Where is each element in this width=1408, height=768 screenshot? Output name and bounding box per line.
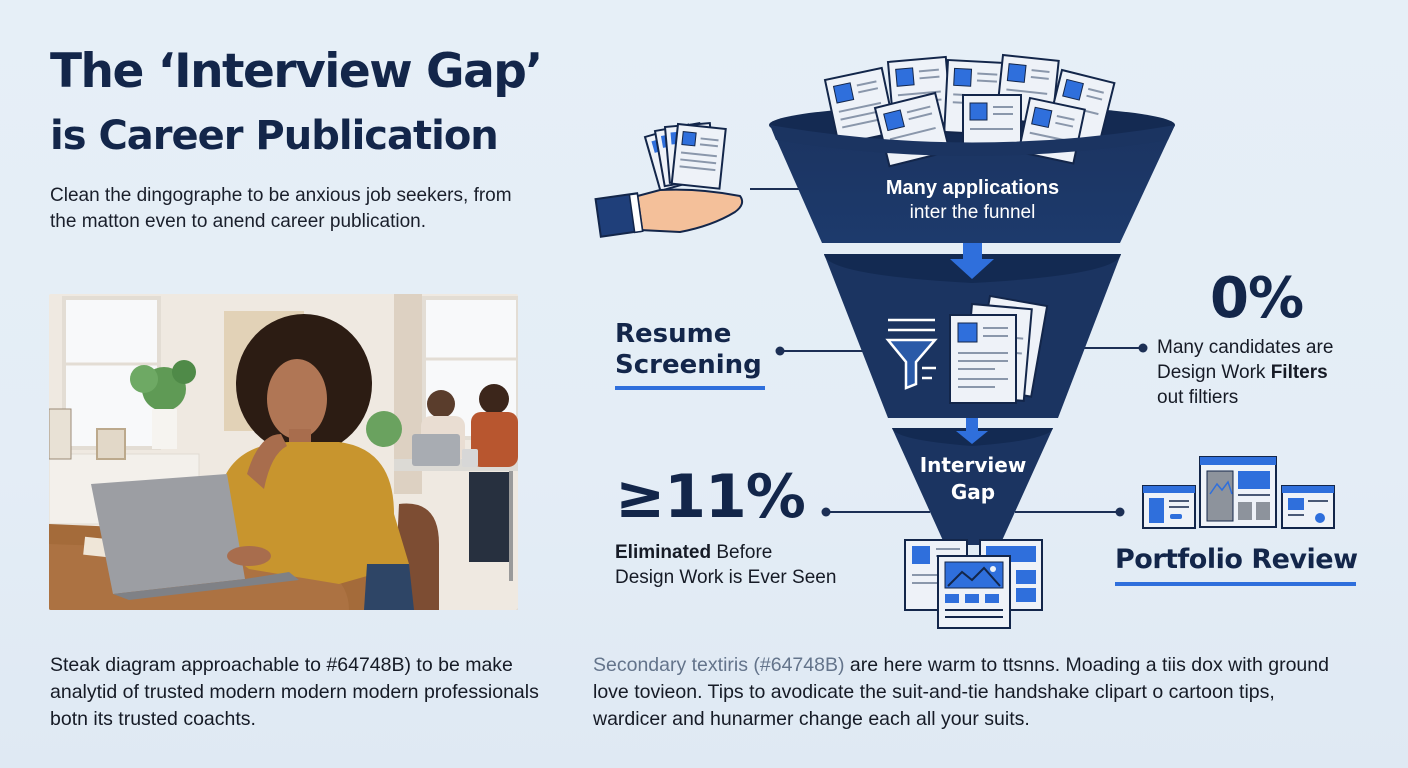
stat-left-description: Eliminated Before Design Work is Ever Se… (615, 540, 875, 590)
intro-paragraph: Clean the dingographe to be anxious job … (50, 185, 512, 232)
stat-right-line-3: out filtiers (1157, 387, 1239, 408)
page-title: The ‘Interview Gap’ is Career Publicatio… (50, 40, 570, 168)
footer-right-paragraph: Secondary textiris (#64748B) are here wa… (593, 652, 1353, 733)
stage-1-subtitle: inter the funnel (909, 202, 1036, 223)
stat-left-bold: Eliminated (615, 542, 712, 563)
stat-left-value: ≥11% (615, 462, 806, 532)
hand-holding-resumes-icon (594, 121, 744, 238)
resume-screening-line-1: Resume (615, 319, 732, 349)
portfolio-review-underline (1115, 582, 1356, 586)
funnel-stage-3-label: Interview Gap (898, 452, 1048, 506)
stat-right-line-2: Design Work Filters (1157, 360, 1387, 385)
resume-screening-underline (615, 386, 765, 390)
screened-resumes-icon (949, 294, 1049, 404)
funnel-stage-3 (892, 424, 1053, 545)
stat-left-line-1: Eliminated Before (615, 540, 875, 565)
footer-left-paragraph: Steak diagram approachable to #64748B) t… (50, 654, 539, 730)
footer-right-body: are here warm to ttsnns. Moading a tiis … (593, 654, 1329, 730)
stage-3-title-line-2: Gap (950, 480, 996, 504)
photo-illustration (49, 294, 518, 610)
stat-right-line-2-bold: Filters (1270, 362, 1328, 383)
stat-left-line-1-rest: Before (711, 542, 773, 563)
stat-right-line-1: Many candidates are (1157, 337, 1334, 358)
stat-right-line-2-regular: Design Work (1157, 362, 1271, 383)
hero-photo (49, 294, 518, 610)
resume-stack-icon (770, 53, 1175, 168)
funnel-stage-1-label: Many applications inter the funnel (830, 176, 1115, 225)
resume-screening-label: Resume Screening (615, 319, 762, 381)
title-line-1: The ‘Interview Gap’ (50, 44, 543, 99)
portfolio-review-label: Portfolio Review (1115, 544, 1358, 575)
stage-3-title-line-1: Interview (919, 453, 1027, 477)
title-line-2: is Career Publication (50, 113, 499, 159)
filter-icon (885, 318, 938, 390)
portfolio-windows-icon (1142, 456, 1335, 529)
stat-right-value: 0% (1210, 266, 1304, 331)
stat-right-description: Many candidates are Design Work Filters … (1157, 335, 1387, 410)
stage-1-title: Many applications (885, 177, 1060, 199)
portfolio-pages-icon (904, 539, 1043, 629)
resume-screening-line-2: Screening (615, 350, 762, 380)
secondary-text-span: Secondary textiris (#64748B) (593, 654, 845, 676)
stat-left-line-2: Design Work is Ever Seen (615, 567, 837, 588)
